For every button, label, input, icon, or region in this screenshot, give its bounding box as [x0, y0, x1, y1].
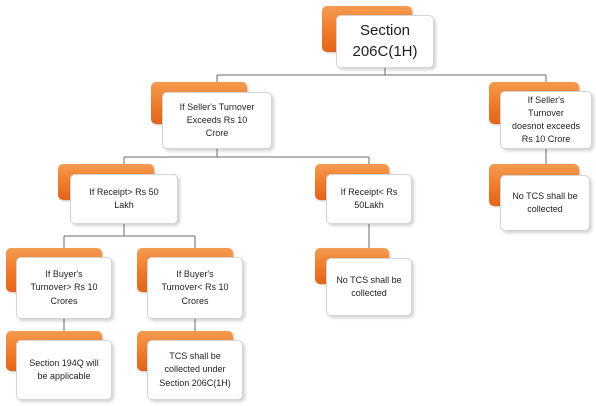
node-text-line: Rs 10 Crore: [521, 134, 571, 145]
node-card: Section 206C(1H): [336, 15, 434, 68]
node-text-line: 206C(1H): [352, 42, 418, 60]
node-text-line: Lakh: [114, 200, 134, 210]
node-text-line: No TCS shall be: [336, 274, 402, 285]
node-text-line: Turnover> Rs 10: [30, 282, 98, 293]
node-text-line: Section 194Q will: [29, 357, 99, 368]
node-text: Section 194Q will be applicable: [29, 357, 99, 383]
node-text-line: Crores: [50, 295, 78, 306]
node-text-line: Crores: [181, 295, 209, 306]
node-card: No TCS shall be collected: [326, 258, 412, 316]
node-text: No TCS shall be collected: [512, 190, 577, 216]
node-text: If Receipt< Rs 50Lakh: [341, 186, 398, 212]
node-text-line: If Buyer's: [45, 269, 83, 280]
node-card: If Receipt> Rs 50 Lakh: [70, 174, 178, 224]
node-text: No TCS shall be collected: [336, 274, 401, 300]
node-text-line: Section 206C(1H): [159, 377, 231, 388]
node-text: If Seller's Turnover doesnot exceeds Rs 10…: [509, 94, 583, 146]
node-text: Section 206C(1H): [352, 21, 417, 62]
node-text: If Receipt> Rs 50 Lakh: [89, 186, 158, 212]
node-text-line: collected under: [164, 364, 226, 375]
node-text-line: Exceeds Rs 10: [186, 114, 248, 125]
node-card: If Receipt< Rs 50Lakh: [326, 174, 412, 224]
node-card: If Seller's Turnover doesnot exceeds Rs 10…: [500, 91, 592, 149]
node-text-line: If Receipt> Rs 50: [89, 186, 159, 197]
node-text-line: collected: [351, 288, 387, 298]
node-text-line: Turnover< Rs 10: [161, 282, 229, 293]
node-text-line: No TCS shall be: [512, 190, 578, 201]
node-text-line: doesnot exceeds: [511, 121, 581, 131]
node-text-line: be applicable: [37, 371, 91, 381]
node-text-line: If Buyer's: [176, 269, 214, 280]
node-text-line: If Receipt< Rs: [340, 186, 398, 197]
node-text-line: TCS shall be: [169, 351, 221, 362]
node-text-line: Section: [359, 22, 411, 40]
node-text-line: If Seller's Turnover: [527, 94, 565, 118]
node-text-line: Crore: [205, 128, 229, 139]
node-text-line: If Seller's Turnover: [179, 101, 255, 112]
node-card: Section 194Q will be applicable: [16, 340, 112, 400]
node-card: No TCS shall be collected: [500, 175, 590, 231]
node-text-line: 50Lakh: [354, 200, 384, 210]
node-text-line: collected: [527, 204, 563, 214]
